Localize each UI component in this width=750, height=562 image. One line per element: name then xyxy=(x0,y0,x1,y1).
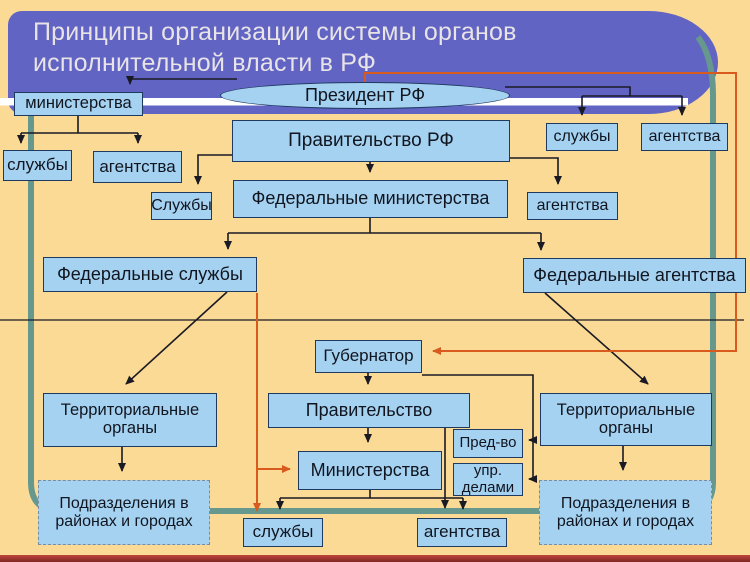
node-agencies-top-left: агентства xyxy=(93,151,182,183)
orange-connectors xyxy=(253,72,737,512)
node-federal-ministries: Федеральные министерства xyxy=(233,180,508,218)
node-podrazdeleniya-left: Подразделения в районах и городах xyxy=(38,480,210,545)
node-territorial-organs-right: Территориальные органы xyxy=(540,393,712,446)
node-governor: Губернатор xyxy=(315,340,422,373)
node-government-rf: Правительство РФ xyxy=(232,120,510,162)
node-predstavitelstvo: Пред-во xyxy=(453,429,523,458)
node-ministries-top: министерства xyxy=(14,92,143,116)
node-agencies-mid-right: агентства xyxy=(527,192,618,220)
node-services-top-left: службы xyxy=(3,150,72,181)
node-federal-agencies: Федеральные агентства xyxy=(523,258,746,293)
node-federal-services: Федеральные службы xyxy=(43,257,257,292)
slide-title: Принципы организации системы органов исп… xyxy=(33,18,517,77)
node-services-top-right: службы xyxy=(546,123,618,151)
node-territorial-organs-left: Территориальные органы xyxy=(43,393,217,447)
node-government-regional: Правительство xyxy=(268,393,470,428)
black-connectors xyxy=(0,76,744,510)
node-president-ellipse: Президент РФ xyxy=(220,82,510,109)
node-ministries-regional: Министерства xyxy=(298,451,442,490)
node-services-cap: Службы xyxy=(151,192,212,220)
node-agencies-bottom: агентства xyxy=(417,518,507,547)
node-services-bottom: службы xyxy=(243,518,323,547)
node-agencies-top-right: агентства xyxy=(641,123,728,151)
node-upr-delami: упр. делами xyxy=(453,463,523,496)
node-podrazdeleniya-right: Подразделения в районах и городах xyxy=(539,480,712,545)
bottom-edge-bar xyxy=(0,555,750,562)
